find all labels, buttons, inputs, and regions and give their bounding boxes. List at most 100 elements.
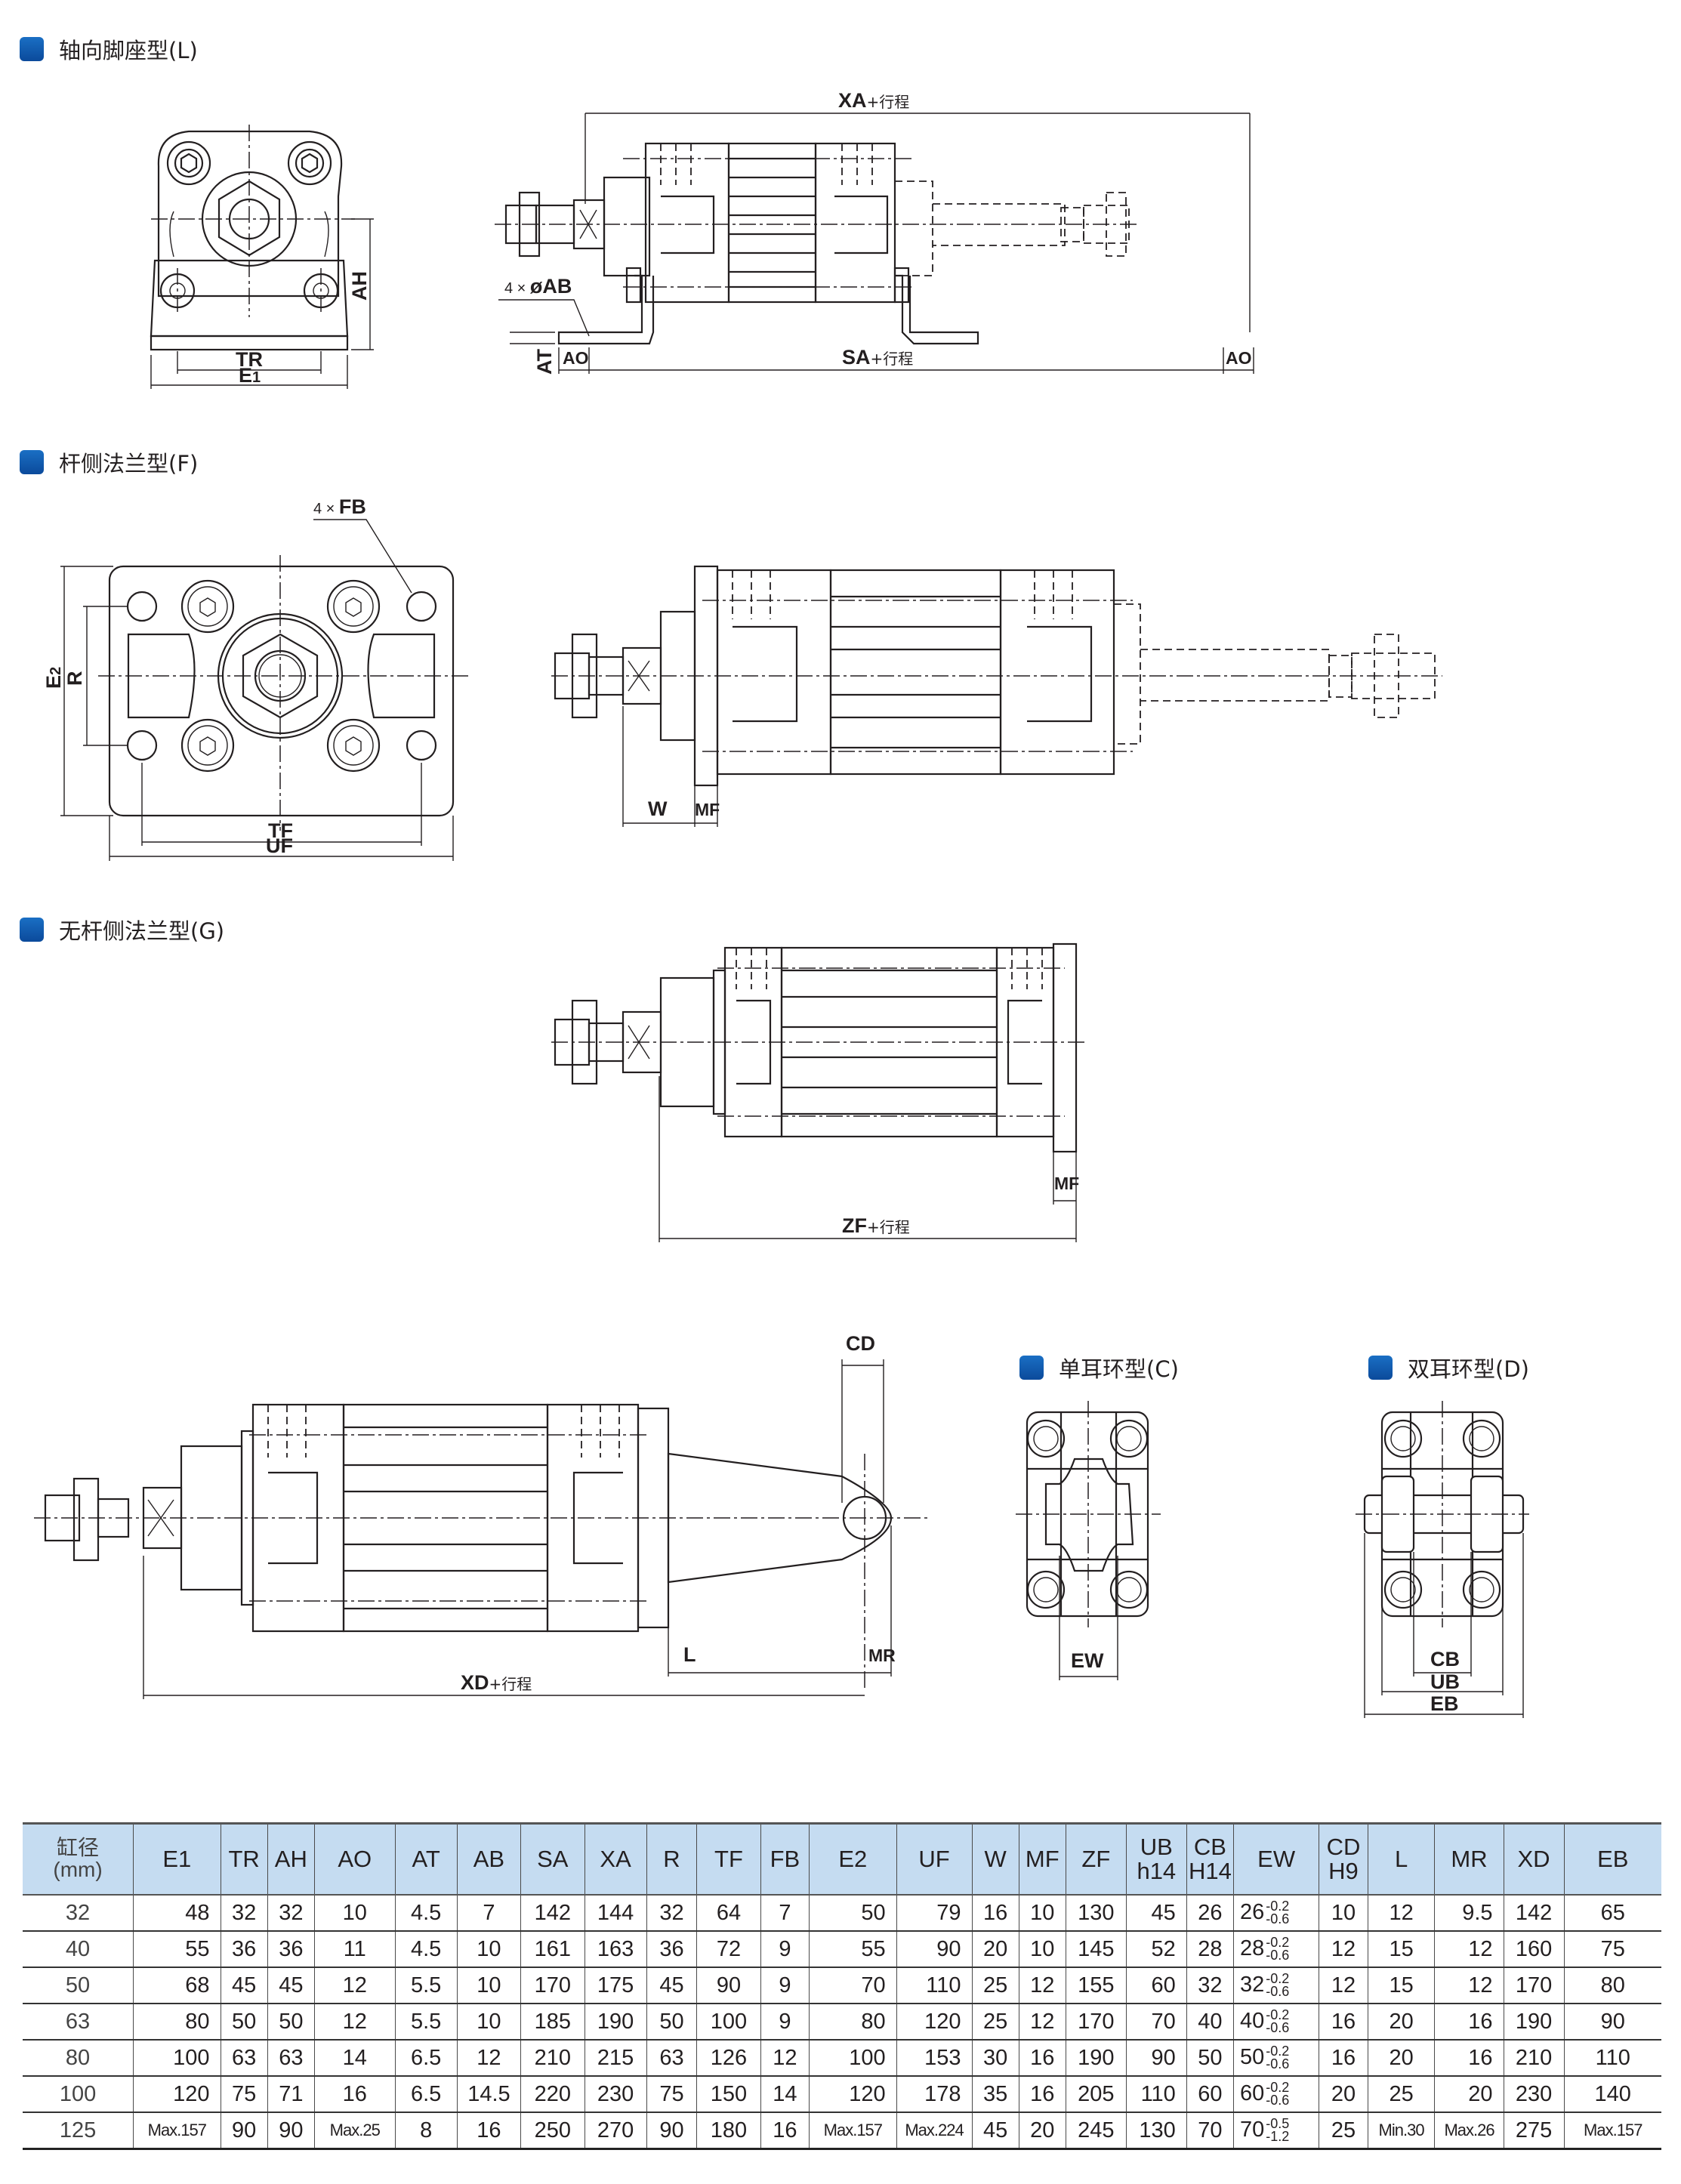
cell-at: 4.5 bbox=[394, 1931, 458, 1968]
cell-mr: 12 bbox=[1434, 1967, 1504, 2004]
cell-cd: 16 bbox=[1319, 2040, 1368, 2077]
dim-W-MF: W MF bbox=[622, 706, 720, 827]
cell-e2: 50 bbox=[809, 1895, 897, 1932]
cell-cb: 26 bbox=[1186, 1895, 1234, 1932]
cell-eb: 110 bbox=[1563, 2040, 1661, 2077]
cell-tr: 75 bbox=[220, 2076, 268, 2113]
cell-xa: 144 bbox=[584, 1895, 647, 1932]
dim-label-AB: 4 × øAB bbox=[504, 275, 572, 298]
cell-w: 30 bbox=[971, 2040, 1019, 2077]
cell-ao: Max.25 bbox=[313, 2112, 396, 2150]
section-title-D: 双耳环型(D) bbox=[1368, 1352, 1529, 1384]
table-header-e2: E2 bbox=[809, 1822, 897, 1896]
cell-r: 32 bbox=[646, 1895, 697, 1932]
cell-bore: 50 bbox=[23, 1967, 134, 2004]
cell-tf: 90 bbox=[696, 1967, 761, 2004]
cell-e2: 80 bbox=[809, 2004, 897, 2041]
section-title-text: 无杆侧法兰型(G) bbox=[59, 918, 225, 944]
cell-at: 8 bbox=[394, 2112, 458, 2150]
cell-w: 16 bbox=[971, 1895, 1019, 1932]
dim-label-EW: EW bbox=[1071, 1649, 1104, 1672]
cell-tf: 150 bbox=[696, 2076, 761, 2113]
cell-bore: 80 bbox=[23, 2040, 134, 2077]
table-header-tf: TF bbox=[696, 1822, 761, 1896]
cell-ah: 50 bbox=[267, 2004, 315, 2041]
table-header-ab: AB bbox=[456, 1822, 521, 1896]
cell-e1: 100 bbox=[133, 2040, 221, 2077]
cell-l: 12 bbox=[1367, 1895, 1435, 1932]
dim-E2-R: E2 R bbox=[42, 566, 128, 816]
table-header-bore: 缸径(mm) bbox=[23, 1822, 134, 1896]
dim-label-AT: AT bbox=[533, 349, 556, 375]
cell-fb: 9 bbox=[760, 1931, 810, 1968]
cell-mr: 9.5 bbox=[1434, 1895, 1504, 1932]
cell-xa: 270 bbox=[584, 2112, 647, 2150]
cell-eb: 75 bbox=[1563, 1931, 1661, 1968]
dim-CB-UB-EB: CB UB EB bbox=[1364, 1533, 1524, 1718]
section-title-C: 单耳环型(C) bbox=[1019, 1352, 1179, 1384]
dim-AB: 4 × øAB bbox=[498, 275, 590, 337]
dim-XA: XA+行程 bbox=[584, 89, 1251, 332]
cell-tf: 64 bbox=[696, 1895, 761, 1932]
cell-sa: 220 bbox=[520, 2076, 584, 2113]
cell-cd: 12 bbox=[1319, 1967, 1368, 2004]
dim-label-AH: AH bbox=[348, 271, 371, 301]
cell-fb: 7 bbox=[760, 1895, 810, 1932]
cell-at: 5.5 bbox=[394, 2004, 458, 2041]
cell-sa: 170 bbox=[520, 1967, 584, 2004]
dim-label-W: W bbox=[648, 797, 668, 820]
cell-at: 4.5 bbox=[394, 1895, 458, 1932]
cell-uf: 90 bbox=[896, 1931, 973, 1968]
cell-uf: Max.224 bbox=[896, 2112, 973, 2150]
section-marker-icon bbox=[20, 450, 44, 474]
cell-r: 36 bbox=[646, 1931, 697, 1968]
cell-tr: 63 bbox=[220, 2040, 268, 2077]
table-header-xd: XD bbox=[1503, 1822, 1564, 1896]
cell-eb: Max.157 bbox=[1563, 2112, 1661, 2150]
cell-xa: 175 bbox=[584, 1967, 647, 2004]
cell-e1: Max.157 bbox=[133, 2112, 221, 2150]
cell-ew: 32-0.2-0.6 bbox=[1232, 1967, 1319, 2004]
table-header-xa: XA bbox=[584, 1822, 647, 1896]
extended-rod-phantom bbox=[1114, 603, 1436, 745]
cell-ah: 45 bbox=[267, 1967, 315, 2004]
dim-L-MR-XD: L MR XD+行程 bbox=[143, 1525, 896, 1699]
cell-cd: 12 bbox=[1319, 1931, 1368, 1968]
dim-label-SA: SA+行程 bbox=[842, 346, 913, 369]
dim-CD: CD bbox=[841, 1332, 884, 1503]
cell-cd: 25 bbox=[1319, 2112, 1368, 2150]
cell-cb: 32 bbox=[1186, 1967, 1234, 2004]
table-header-ah: AH bbox=[267, 1822, 315, 1896]
cell-fb: 16 bbox=[760, 2112, 810, 2150]
cell-l: 25 bbox=[1367, 2076, 1435, 2113]
cell-ub: 70 bbox=[1125, 2004, 1187, 2041]
cell-ub: 110 bbox=[1125, 2076, 1187, 2113]
cell-zf: 245 bbox=[1065, 2112, 1127, 2150]
cell-ab: 10 bbox=[456, 2004, 521, 2041]
table-header-mf: MF bbox=[1018, 1822, 1066, 1896]
dim-AH: AH bbox=[348, 218, 374, 350]
dim-AO-SA: AO AO SA+行程 bbox=[558, 346, 1254, 374]
dim-label-E2: E2 bbox=[42, 667, 65, 689]
cell-bore: 32 bbox=[23, 1895, 134, 1932]
cell-mf: 12 bbox=[1018, 1967, 1066, 2004]
cell-eb: 140 bbox=[1563, 2076, 1661, 2113]
cell-ao: 16 bbox=[313, 2076, 396, 2113]
extended-rod-phantom bbox=[895, 180, 1130, 276]
cell-ab: 12 bbox=[456, 2040, 521, 2077]
dim-ZF-MF: MF ZF+行程 bbox=[659, 1076, 1079, 1242]
table-header-ew: EW bbox=[1232, 1822, 1319, 1896]
section-title-G: 无杆侧法兰型(G) bbox=[20, 914, 224, 945]
cell-e2: Max.157 bbox=[809, 2112, 897, 2150]
dim-label-CD: CD bbox=[846, 1332, 875, 1355]
drawing-G-side-view: MF ZF+行程 bbox=[551, 942, 1087, 1242]
tolerance: -0.2-0.6 bbox=[1266, 2044, 1290, 2072]
cell-bore: 63 bbox=[23, 2004, 134, 2041]
section-title-F: 杆侧法兰型(F) bbox=[20, 446, 198, 478]
drawing-C-rear-view: EW bbox=[1016, 1401, 1161, 1680]
